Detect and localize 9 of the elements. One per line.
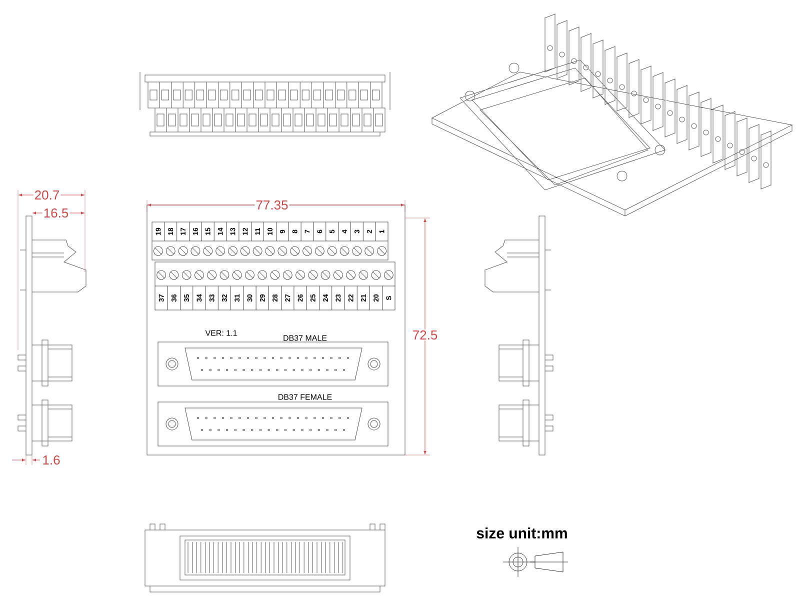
connector-label: DB37 FEMALE bbox=[278, 394, 332, 400]
unit-note: size unit:mm bbox=[476, 528, 567, 538]
dimension-label: 77.35 bbox=[254, 199, 290, 211]
dimension-label: 16.5 bbox=[42, 207, 70, 219]
dimension-label: 1.6 bbox=[43, 455, 60, 465]
dimension-label: 20.7 bbox=[33, 189, 61, 201]
board-text: VER: 1.1 bbox=[205, 330, 237, 336]
connector-label: DB37 MALE bbox=[284, 335, 327, 341]
dimension-label: 72.5 bbox=[411, 329, 439, 341]
